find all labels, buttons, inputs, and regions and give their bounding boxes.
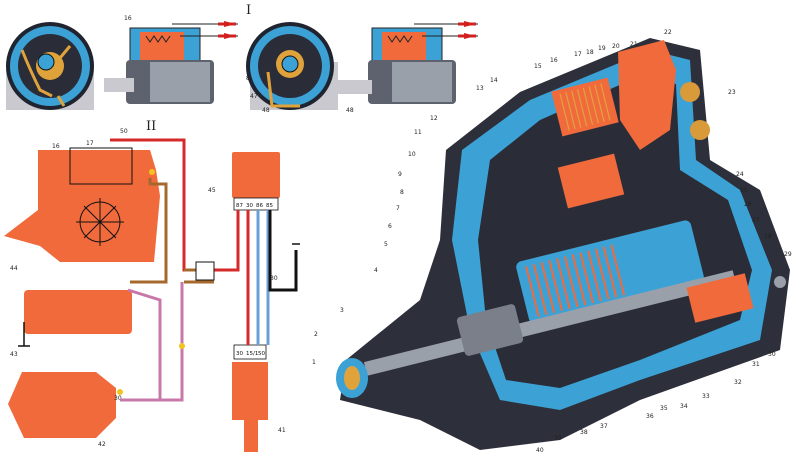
wiring-label-50: 50 [120, 128, 128, 135]
callout-8: 8 [400, 189, 404, 196]
callout-28: 28 [764, 233, 772, 240]
relay-terminal-30: 30 [246, 203, 253, 209]
callout-12: 12 [430, 115, 438, 122]
callout-37: 37 [600, 423, 608, 430]
top-label-48b: 48 [346, 107, 354, 114]
battery-43 [24, 290, 132, 334]
callout-6: 6 [388, 223, 392, 230]
top-label-8: 8 [246, 75, 250, 82]
callout-1: 1 [312, 359, 316, 366]
starter-cutaway: 1 2 3 4 5 6 7 8 9 10 11 12 13 14 15 16 1… [312, 29, 792, 454]
wiring-label-16: 16 [52, 143, 60, 150]
callout-17: 17 [574, 51, 582, 58]
wiring-label-30a: 30 [114, 395, 122, 402]
relay-terminal-85: 85 [266, 203, 273, 209]
wiring-harness [110, 138, 298, 402]
starter-unit-44 [4, 150, 160, 262]
callout-22: 22 [664, 29, 672, 36]
callout-4: 4 [374, 267, 378, 274]
top-label-47: 47 [250, 93, 258, 100]
section-two-label: II [146, 119, 156, 134]
callout-2: 2 [314, 331, 318, 338]
section-one: I 16 [6, 3, 478, 114]
callout-10: 10 [408, 151, 416, 158]
callout-31: 31 [752, 361, 760, 368]
callout-25: 25 [740, 187, 748, 194]
callout-24: 24 [736, 171, 744, 178]
section-two: II 44 16 17 50 43 42 30 45 87 30 86 85 3… [4, 119, 300, 452]
callout-36: 36 [646, 413, 654, 420]
callout-11: 11 [414, 129, 422, 136]
section-one-label: I [246, 3, 251, 18]
callout-7: 7 [396, 205, 400, 212]
top-label-16: 16 [124, 15, 132, 22]
top-label-48a: 48 [262, 107, 270, 114]
cutaway-callouts: 1 2 3 4 5 6 7 8 9 10 11 12 13 14 15 16 1… [312, 29, 792, 454]
callout-29: 29 [784, 251, 792, 258]
callout-38: 38 [580, 429, 588, 436]
side-view-engaged: 16 [104, 15, 238, 104]
side-view-disengaged: 48 [338, 21, 478, 114]
callout-26: 26 [744, 201, 752, 208]
callout-40: 40 [536, 447, 544, 454]
callout-21: 21 [630, 41, 638, 48]
wiring-label-44: 44 [10, 265, 18, 272]
relay-terminal-86: 86 [256, 203, 263, 209]
callout-30: 30 [768, 351, 776, 358]
wiring-label-45: 45 [208, 187, 216, 194]
callout-9: 9 [398, 171, 402, 178]
switch-terminal-30: 30 [236, 351, 243, 357]
callout-3: 3 [340, 307, 344, 314]
end-view-disengaged: 8 47 48 [246, 22, 338, 114]
callout-32: 32 [734, 379, 742, 386]
callout-18: 18 [586, 49, 594, 56]
relay-45 [232, 152, 280, 198]
switch-terminal-50: 50 [258, 351, 265, 357]
callout-14: 14 [490, 77, 498, 84]
relay-terminal-87: 87 [236, 203, 243, 209]
callout-15: 15 [534, 63, 542, 70]
callout-19: 19 [598, 45, 606, 52]
wiring-label-30c: 30 [270, 275, 278, 282]
callout-16: 16 [550, 57, 558, 64]
switch-terminal-15: 15/1 [246, 351, 258, 357]
wiring-label-42: 42 [98, 441, 106, 448]
callout-35: 35 [660, 405, 668, 412]
callout-34: 34 [680, 403, 688, 410]
callout-33: 33 [702, 393, 710, 400]
callout-5: 5 [384, 241, 388, 248]
end-view-engaged [6, 22, 94, 110]
callout-13: 13 [476, 85, 484, 92]
wiring-label-43: 43 [10, 351, 18, 358]
generator-42 [8, 372, 116, 438]
callout-27: 27 [752, 217, 760, 224]
callout-20: 20 [612, 43, 620, 50]
ignition-switch-41 [232, 362, 268, 452]
wiring-label-41: 41 [278, 427, 286, 434]
callout-23: 23 [728, 89, 736, 96]
callout-39: 39 [554, 435, 562, 442]
wiring-label-17: 17 [86, 140, 94, 147]
